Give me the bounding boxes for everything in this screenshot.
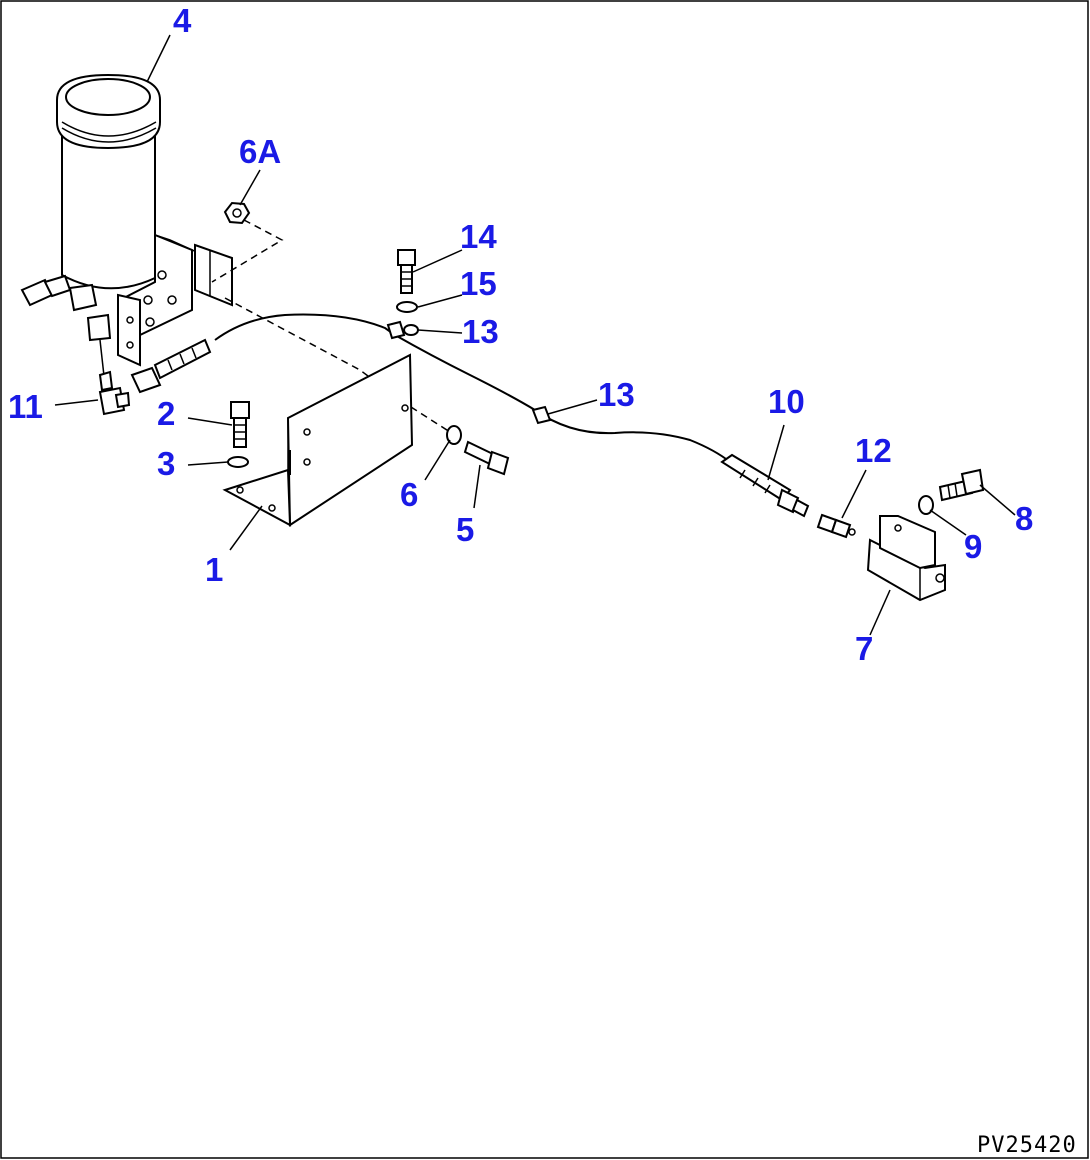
callout-12: 12 (855, 432, 892, 469)
part-4-filter-assembly (20, 73, 233, 377)
part-8-bolt (938, 468, 985, 502)
callout-3: 3 (157, 445, 175, 482)
part-2-bolt (230, 401, 250, 448)
part-12-fitting (816, 513, 856, 539)
part-6a-nut (223, 201, 251, 225)
part-11-elbow-fitting (98, 370, 131, 416)
hose-line (214, 313, 731, 463)
callout-4: 4 (173, 2, 192, 39)
part-3-washer (227, 456, 249, 468)
callout-13-upper: 13 (462, 313, 499, 350)
callout-15: 15 (460, 265, 497, 302)
callout-labels: 4 6A 14 15 13 13 10 12 8 9 7 11 2 3 1 6 … (8, 2, 1033, 667)
leader-lines (54, 34, 1016, 636)
callout-11: 11 (8, 388, 43, 425)
callout-8: 8 (1015, 500, 1033, 537)
callout-6a: 6A (239, 133, 281, 170)
callout-6: 6 (400, 476, 418, 513)
part-14-bolt (397, 249, 416, 294)
callout-10: 10 (768, 383, 805, 420)
callout-7: 7 (855, 630, 873, 667)
part-6-washer (446, 425, 462, 445)
callout-9: 9 (964, 528, 982, 565)
callout-14: 14 (460, 218, 497, 255)
callout-5: 5 (456, 511, 474, 548)
part-7-bracket (866, 515, 946, 602)
callout-13-lower: 13 (598, 376, 635, 413)
callout-2: 2 (157, 395, 175, 432)
callout-1: 1 (205, 551, 223, 588)
part-1-bracket (222, 353, 414, 527)
part-13-clip-upper (386, 320, 419, 340)
drawing-code: PV25420 (977, 1133, 1077, 1158)
part-13-clip-lower (531, 405, 552, 425)
part-9-washer (918, 495, 934, 515)
part-15-washer (396, 301, 418, 313)
part-10-hose-fitting (720, 453, 810, 518)
hose-fitting-left (130, 338, 212, 394)
part-5-bolt (463, 440, 510, 476)
